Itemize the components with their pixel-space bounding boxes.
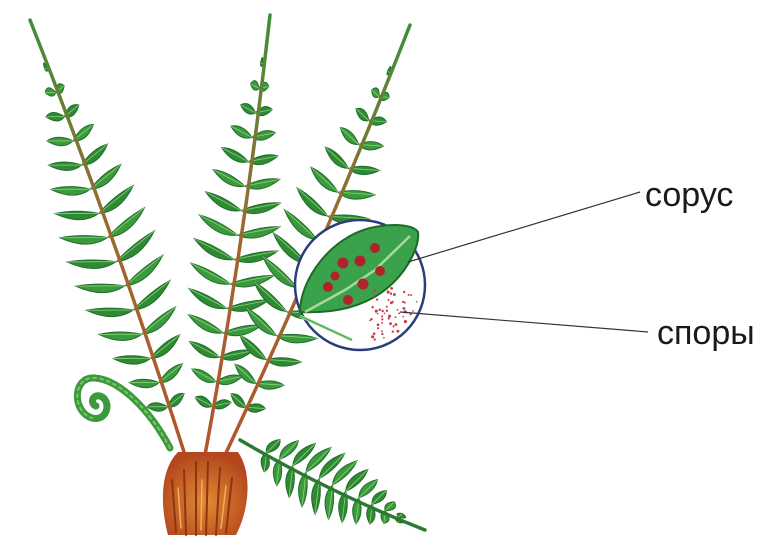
magnifier xyxy=(295,220,425,350)
sorus-pointer-line xyxy=(408,192,640,262)
frond-lower-right xyxy=(240,439,425,530)
rhizome xyxy=(163,452,248,535)
spores-label: споры xyxy=(657,316,755,350)
frond-left xyxy=(30,20,185,455)
fiddlehead xyxy=(77,378,170,448)
sorus-label: сорус xyxy=(645,178,733,212)
spores-pointer-line xyxy=(400,312,648,332)
